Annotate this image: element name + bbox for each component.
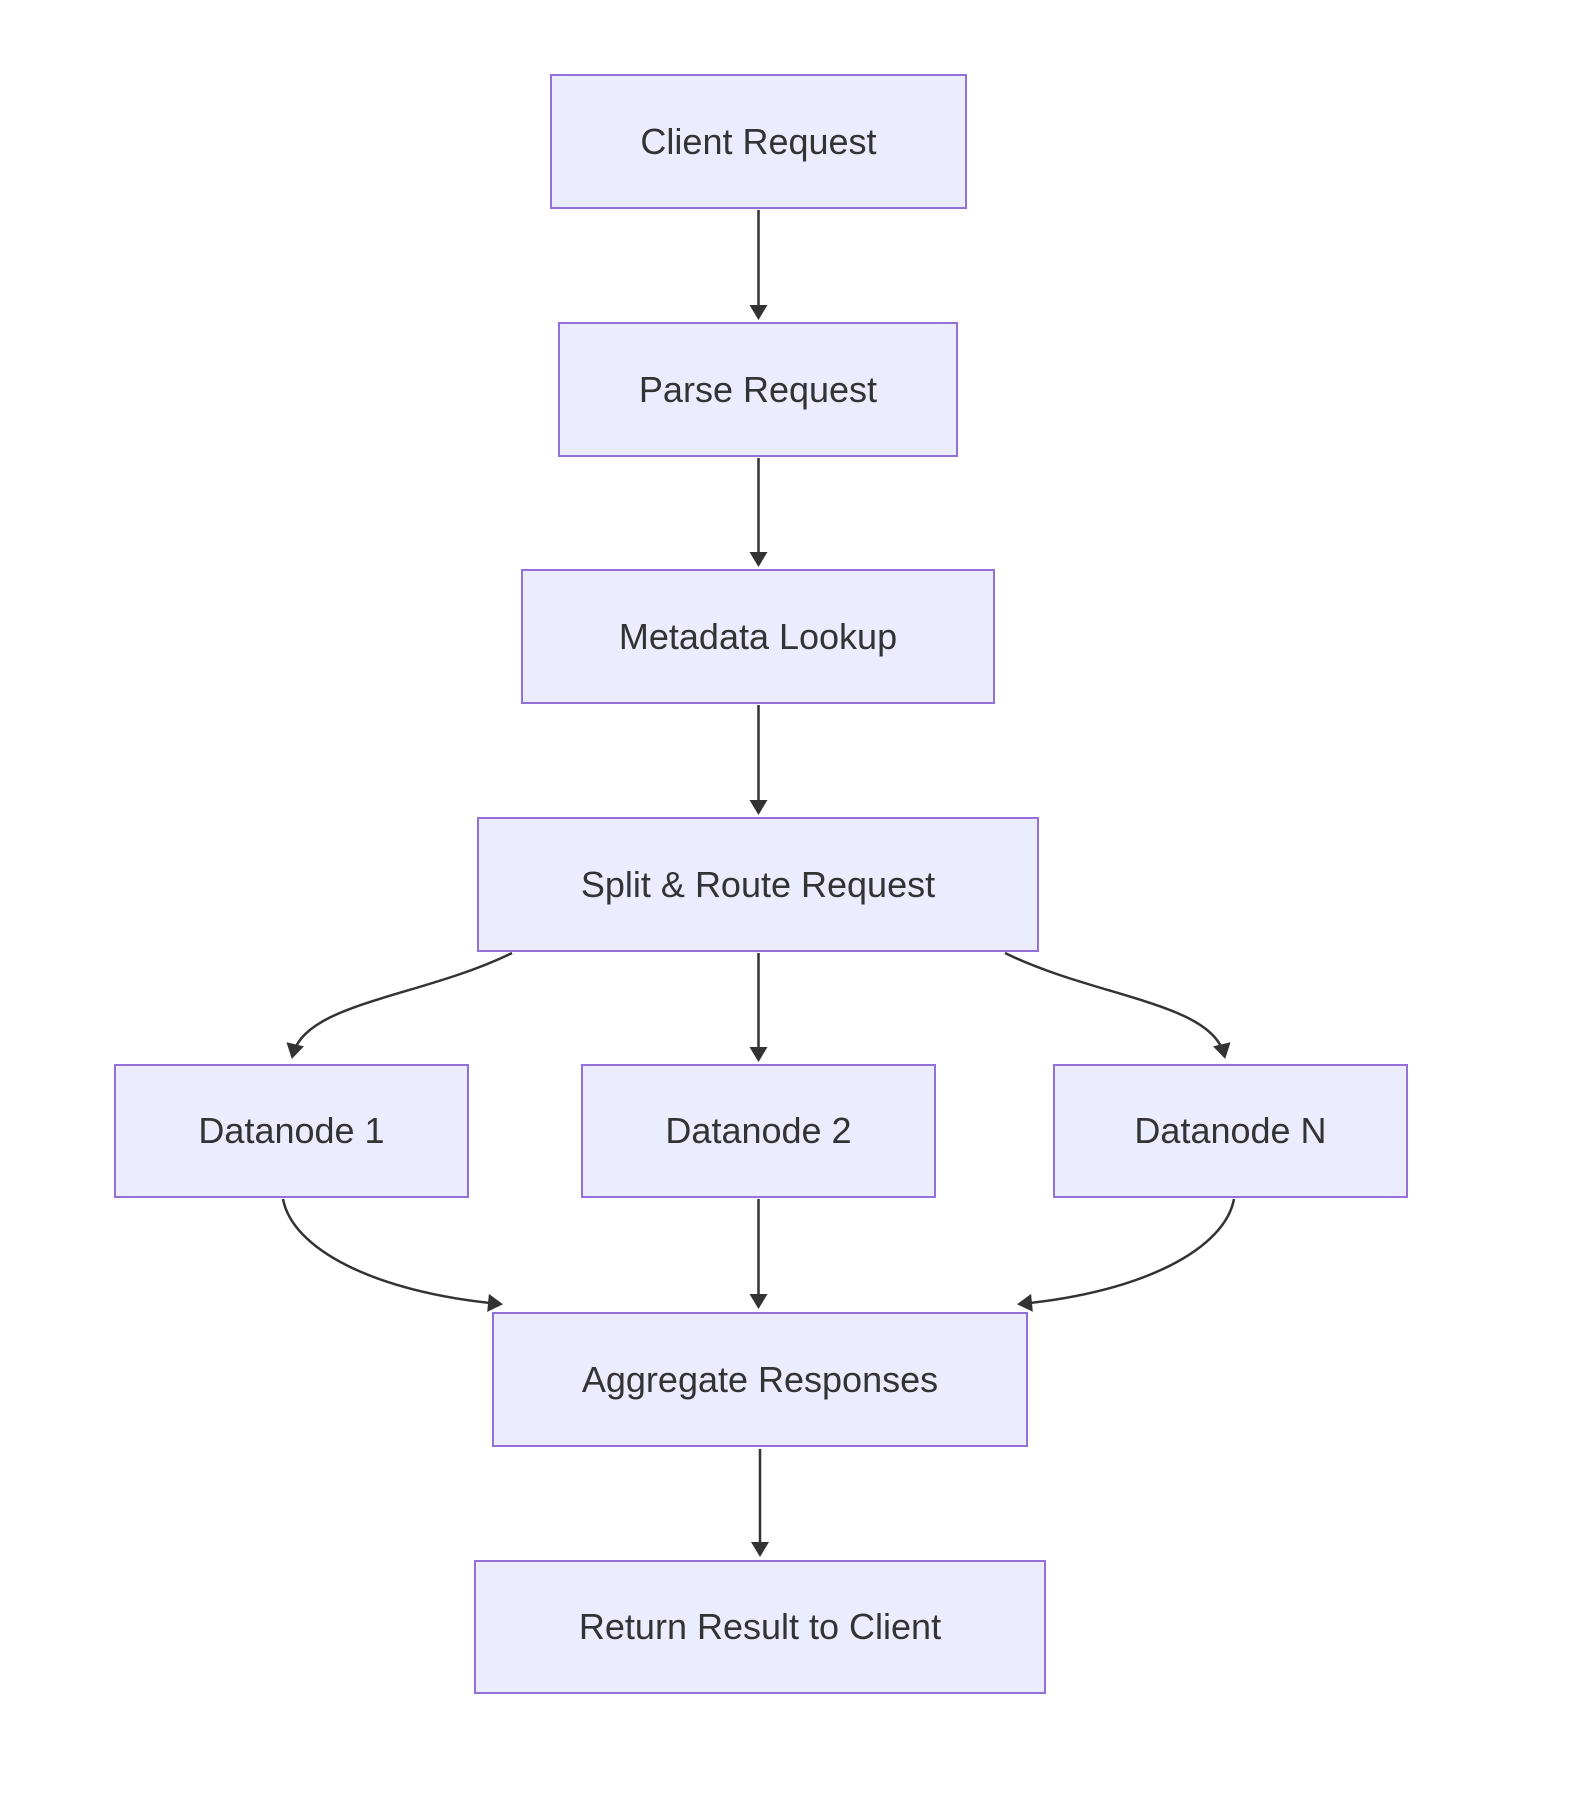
node-label: Parse Request xyxy=(639,369,877,410)
node-metadata-lookup: Metadata Lookup xyxy=(521,569,995,704)
node-label: Return Result to Client xyxy=(579,1606,941,1647)
node-datanode-1: Datanode 1 xyxy=(114,1064,469,1198)
node-box xyxy=(114,1064,469,1198)
node-label: Client Request xyxy=(640,121,876,162)
edge-split-to-datanode-n xyxy=(1004,951,1231,1059)
node-label: Metadata Lookup xyxy=(619,616,897,657)
nodes: Client Request Parse Request Metadata Lo… xyxy=(114,74,1408,1694)
node-client-request: Client Request xyxy=(550,74,967,209)
node-box xyxy=(1053,1064,1408,1198)
node-label: Datanode N xyxy=(1134,1110,1326,1151)
node-label: Datanode 1 xyxy=(198,1110,384,1151)
node-label: Split & Route Request xyxy=(581,864,935,905)
node-box xyxy=(550,74,967,209)
node-box xyxy=(474,1560,1046,1694)
node-datanode-2: Datanode 2 xyxy=(581,1064,936,1198)
node-box xyxy=(477,817,1039,952)
node-box xyxy=(558,322,958,457)
node-box xyxy=(521,569,995,704)
node-label: Datanode 2 xyxy=(665,1110,851,1151)
edge-split-to-datanode-1 xyxy=(286,951,513,1059)
edge-datanode-1-to-aggregate xyxy=(281,1198,503,1312)
node-datanode-n: Datanode N xyxy=(1053,1064,1408,1198)
node-split-route-request: Split & Route Request xyxy=(477,817,1039,952)
edges xyxy=(281,210,1236,1557)
node-parse-request: Parse Request xyxy=(558,322,958,457)
edge-datanode-n-to-aggregate xyxy=(1017,1198,1236,1312)
node-aggregate-responses: Aggregate Responses xyxy=(492,1312,1028,1447)
node-box xyxy=(492,1312,1028,1447)
node-label: Aggregate Responses xyxy=(582,1359,938,1400)
node-box xyxy=(581,1064,936,1198)
node-return-result-to-client: Return Result to Client xyxy=(474,1560,1046,1694)
